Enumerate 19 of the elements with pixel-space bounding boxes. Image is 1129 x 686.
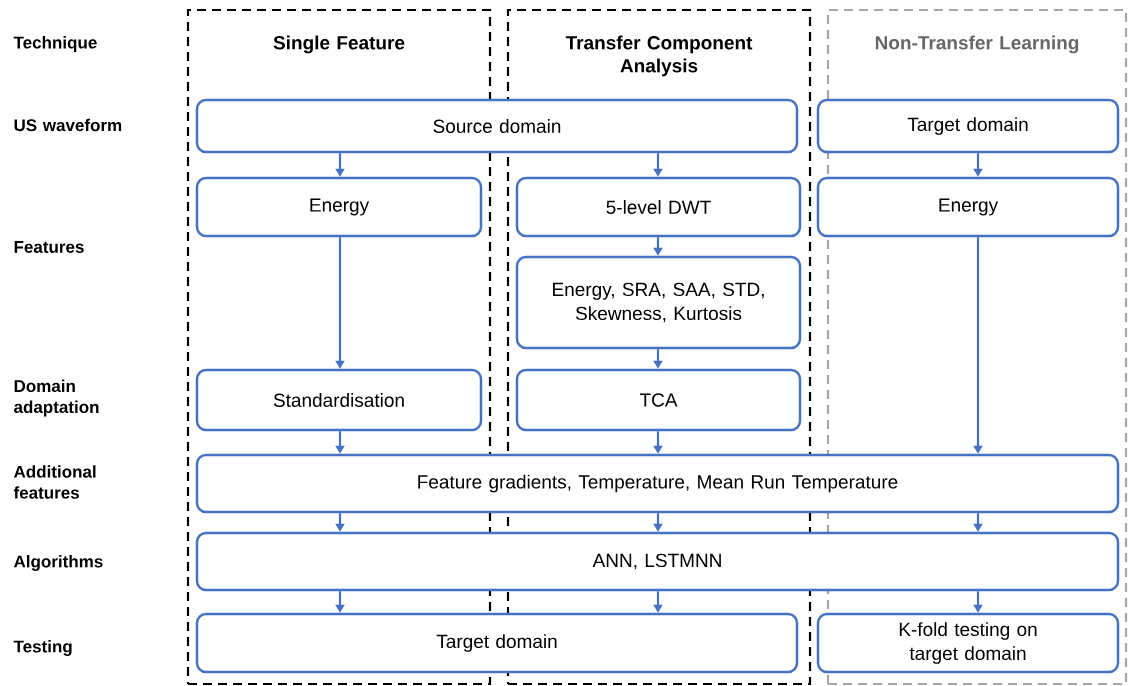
row-label: Algorithms: [13, 555, 103, 571]
process-box: Target domain: [816, 98, 1120, 154]
process-box: Energy: [816, 176, 1120, 238]
process-box: Source domain: [195, 98, 799, 154]
process-box: K-fold testing on target domain: [816, 612, 1120, 674]
process-box: Energy: [195, 176, 483, 238]
process-box: ANN, LSTMNN: [195, 531, 1120, 592]
process-box: Target domain: [195, 612, 799, 674]
row-label: Features: [14, 241, 84, 253]
row-label: Technique: [13, 36, 97, 52]
row-label: Additional features: [13, 465, 96, 499]
row-label: Testing: [13, 640, 72, 656]
row-label: US waveform: [14, 118, 122, 132]
process-box: TCA: [515, 368, 802, 432]
process-box: 5-level DWT: [515, 176, 802, 238]
row-label: Domain adaptation: [14, 379, 99, 417]
process-box: Feature gradients, Temperature, Mean Run Temperature: [195, 453, 1120, 514]
process-box: Energy, SRA, SAA, STD, Skewness, Kurtosis: [515, 255, 802, 350]
process-box: Standardisation: [195, 368, 483, 432]
